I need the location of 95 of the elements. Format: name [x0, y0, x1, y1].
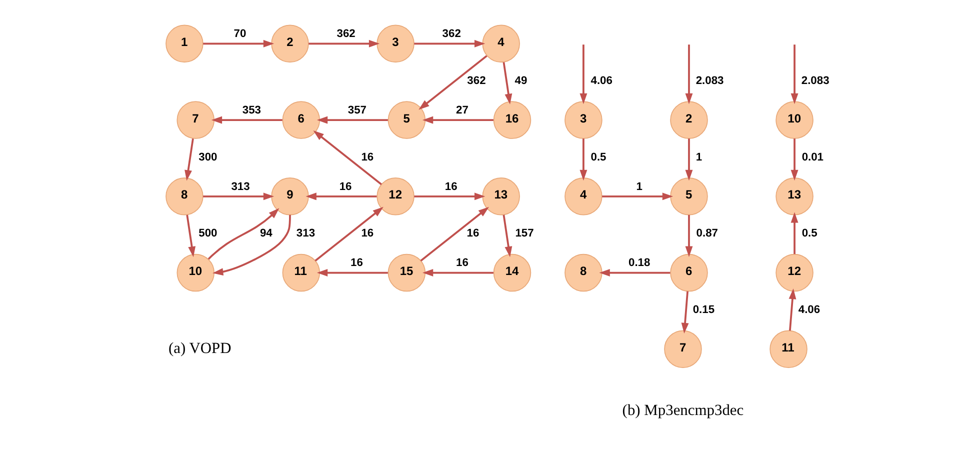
node-circle: 7 [176, 101, 214, 139]
arrow [685, 44, 693, 104]
node-circle: 5 [670, 178, 708, 216]
arrow [314, 206, 384, 262]
arrow [580, 44, 588, 104]
arrow [681, 291, 689, 334]
edge-label: 94 [260, 228, 272, 240]
arrow [203, 40, 274, 48]
node-circle: 14 [493, 254, 532, 292]
arrow [308, 40, 380, 48]
edge-label: 313 [296, 228, 316, 240]
node-circle: 1 [166, 24, 204, 63]
arrow [414, 40, 486, 48]
edge-label: 49 [514, 74, 528, 87]
node-circle: 5 [388, 101, 426, 139]
arrow [422, 269, 494, 276]
edge-label: 2.083 [696, 74, 724, 87]
arrow [788, 288, 796, 331]
arrow [306, 192, 377, 200]
node-circle: 10 [776, 101, 814, 139]
arrow [580, 138, 588, 181]
node-circle: 16 [493, 101, 532, 139]
node-circle: 12 [376, 178, 414, 216]
node-circle: 11 [770, 330, 808, 368]
edge-label: 4.06 [590, 74, 612, 87]
edge-label: 0.01 [802, 151, 824, 164]
node-circle: 9 [271, 178, 309, 216]
edge-label: 0.87 [696, 228, 718, 240]
edge-label: 0.5 [802, 228, 818, 240]
edge-label: 0.18 [628, 257, 650, 270]
node-circle: 2 [271, 24, 309, 63]
edge-label: 500 [198, 228, 218, 240]
arrow [313, 130, 382, 186]
edge-label: 357 [348, 104, 367, 117]
node-circle: 12 [776, 254, 814, 292]
node-circle: 6 [670, 254, 708, 292]
edge-label: 362 [442, 28, 461, 40]
arrow [212, 214, 291, 276]
edge-label: 16 [339, 180, 352, 193]
edge-label: 300 [198, 151, 218, 164]
edge-label: 362 [336, 28, 356, 40]
arrow [211, 116, 282, 124]
node-circle: 8 [564, 254, 602, 292]
arrow [186, 214, 196, 258]
edge-label: 0.5 [590, 151, 606, 164]
node-circle: 13 [482, 178, 520, 216]
node-circle: 7 [664, 330, 702, 368]
edge-label: 16 [444, 180, 458, 193]
node-circle: 2 [670, 101, 708, 139]
arrow [599, 269, 670, 276]
node-circle: 6 [282, 101, 320, 139]
arrow [184, 138, 194, 181]
node-circle: 15 [388, 254, 426, 292]
node-circle: 4 [482, 24, 520, 63]
arrow [414, 192, 486, 200]
arrow [502, 214, 512, 258]
edge-label: 27 [456, 104, 468, 117]
edge-label: 157 [515, 228, 534, 240]
edge-label: 16 [466, 228, 480, 240]
arrow [316, 116, 388, 124]
label: (b) Mp3encmp3dec [622, 402, 744, 420]
edge-label: 16 [350, 257, 363, 270]
arrow [418, 55, 488, 110]
edge-label: 313 [231, 180, 250, 193]
arrow [685, 214, 693, 257]
arrow [602, 192, 674, 200]
arrow [316, 269, 388, 276]
edge-label: 16 [361, 228, 374, 240]
arrow [208, 208, 280, 260]
arrow [790, 212, 798, 254]
edge-label: 16 [456, 257, 468, 270]
edge-label: 1 [636, 180, 642, 193]
arrow [502, 62, 512, 104]
edge-label: 1 [696, 151, 702, 164]
edge-label: 362 [467, 74, 486, 87]
node-circle: 3 [376, 24, 414, 63]
edge-label: 0.15 [692, 304, 715, 316]
node-circle: 10 [176, 254, 214, 292]
node-circle: 3 [564, 101, 602, 139]
edge-label: 2.083 [801, 74, 830, 87]
edge-label: 4.06 [798, 304, 820, 316]
node-circle: 4 [564, 178, 602, 216]
node-circle: 8 [166, 178, 204, 216]
arrow [790, 138, 798, 181]
node-circle: 13 [776, 178, 814, 216]
label: (a) VOPD [168, 340, 232, 357]
arrow [420, 206, 489, 262]
edge-label: 353 [242, 104, 261, 117]
edge-label: 16 [361, 151, 374, 164]
arrow [790, 44, 798, 104]
arrow [203, 192, 274, 200]
edge-label: 70 [234, 28, 246, 40]
arrow [685, 138, 693, 181]
node-circle: 11 [282, 254, 320, 292]
arrow [422, 116, 494, 124]
